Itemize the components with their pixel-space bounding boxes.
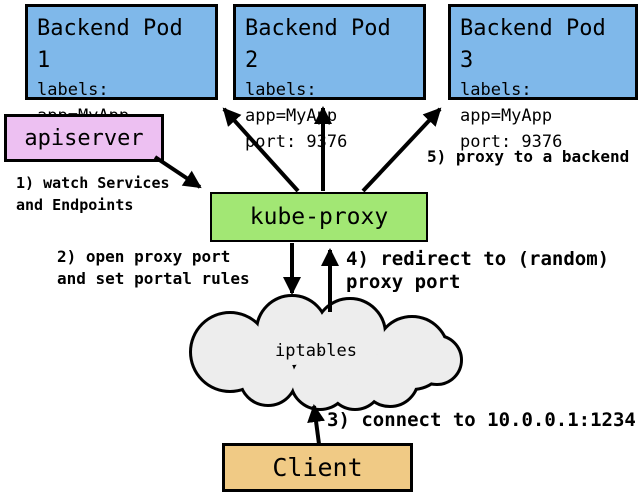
node-client: Client	[222, 443, 413, 492]
arrow-client-to-iptables	[307, 404, 326, 445]
annotation-step-3: 3) connect to 10.0.0.1:1234	[327, 409, 636, 431]
kube-proxy-title: kube-proxy	[249, 204, 389, 230]
node-kube-proxy: kube-proxy	[210, 192, 428, 242]
node-apiserver: apiserver	[4, 114, 164, 162]
iptables-label: iptables	[275, 341, 357, 361]
annotation-step-5: 5) proxy to a backend	[427, 147, 630, 166]
annotation-step-4: 4) redirect to (random) proxy port	[346, 248, 610, 293]
backend-pod-2-port: port: 9376	[245, 132, 348, 152]
annotation-step-2: 2) open proxy port and set portal rules	[57, 247, 250, 288]
apiserver-title: apiserver	[24, 125, 144, 151]
annotation-step-1: 1) watch Services and Endpoints	[16, 174, 170, 214]
backend-pod-1-title: Backend Pod 1	[37, 16, 183, 73]
backend-pod-2-labels: labels: app=MyApp	[245, 80, 338, 126]
node-backend-pod-3: Backend Pod 3 labels: app=MyApp port: 93…	[448, 4, 638, 152]
backend-pod-3-labels: labels: app=MyApp	[460, 80, 553, 126]
backend-pod-2-title: Backend Pod 2	[245, 16, 391, 73]
backend-pod-3-port: port: 9376	[460, 132, 563, 152]
node-backend-pod-2: Backend Pod 2 labels: app=MyApp port: 93…	[233, 4, 426, 152]
client-title: Client	[272, 453, 363, 482]
node-backend-pod-1: Backend Pod 1 labels: app=MyApp port: 93…	[25, 4, 218, 152]
backend-pod-3-title: Backend Pod 3	[460, 16, 606, 73]
